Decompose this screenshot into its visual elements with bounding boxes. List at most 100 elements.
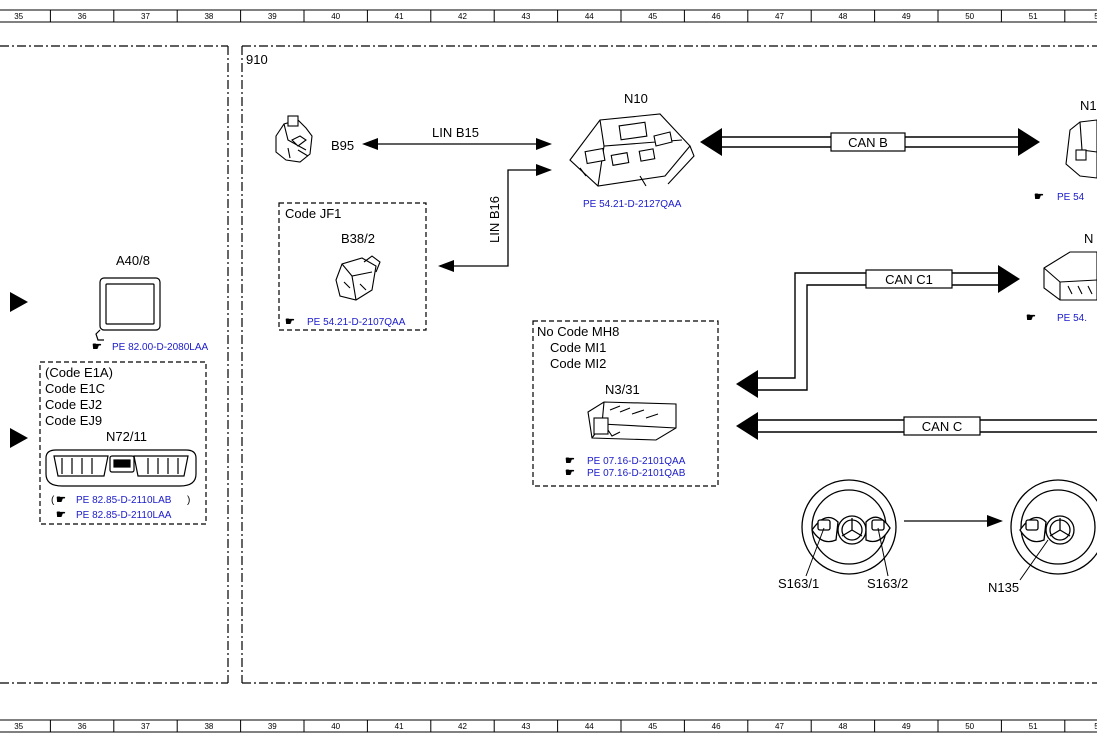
ruler-number: 49 — [902, 722, 911, 731]
n10-label: N10 — [624, 91, 648, 106]
n3-link2[interactable]: PE 07.16-D-2101QAB — [587, 468, 686, 479]
n3-31-label: N3/31 — [605, 382, 640, 397]
right-top-module-icon — [1065, 119, 1097, 179]
ruler-number: 51 — [1029, 722, 1038, 731]
ruler-number: 44 — [585, 12, 594, 21]
ruler-number: 41 — [395, 722, 404, 731]
n72-11-overhead-panel-icon — [45, 449, 197, 487]
ruler-number: 36 — [78, 12, 87, 21]
n72-link2[interactable]: PE 82.85-D-2110LAA — [76, 510, 172, 521]
n72-code-1: (Code E1A) — [45, 365, 113, 380]
n72-link1-prefix: ( — [51, 495, 55, 506]
left-arrow-upper — [10, 292, 28, 312]
lin-b16-left-arrow — [438, 260, 454, 272]
ruler-number: 41 — [395, 12, 404, 21]
zone-number: 910 — [246, 52, 268, 67]
ruler-number: 46 — [712, 12, 721, 21]
b95-sensor-icon — [275, 115, 313, 163]
n135-leader — [1019, 539, 1049, 581]
n72-code-box — [39, 361, 207, 525]
n72-code-4: Code EJ9 — [45, 413, 102, 428]
ruler-number: 39 — [268, 12, 277, 21]
b38-2-link[interactable]: PE 54.21-D-2107QAA — [307, 317, 406, 328]
ruler-number: 50 — [965, 12, 974, 21]
steering-wheel-left-icon — [801, 479, 897, 575]
n10-module-icon — [569, 113, 695, 187]
n72-11-label: N72/11 — [106, 429, 147, 444]
right-top-link[interactable]: PE 54 — [1057, 192, 1085, 203]
n72-link2-icon: ☛ — [56, 509, 66, 521]
zone-frames — [0, 45, 1097, 684]
ruler-number: 5 — [1094, 722, 1097, 731]
ruler-number: 5 — [1094, 12, 1097, 21]
n3-code-2: Code MI1 — [550, 340, 606, 355]
can-c-label-box — [903, 416, 981, 436]
b95-label: B95 — [331, 138, 354, 153]
a40-8-display-icon — [95, 277, 161, 341]
right-mid-link[interactable]: PE 54. — [1057, 313, 1087, 324]
n3-code-3: Code MI2 — [550, 356, 606, 371]
ruler-number: 48 — [838, 12, 847, 21]
n3-code-1: No Code MH8 — [537, 324, 619, 339]
ruler-number: 40 — [331, 722, 340, 731]
lin-b16-label: LIN B16 — [487, 196, 502, 243]
ruler-number: 49 — [902, 12, 911, 21]
n3-link1[interactable]: PE 07.16-D-2101QAA — [587, 456, 686, 467]
n3-link1-icon: ☛ — [565, 455, 575, 467]
lin-b15-right-arrow — [536, 138, 552, 150]
right-top-link-icon: ☛ — [1034, 191, 1044, 203]
n72-link1-suffix: ) — [187, 495, 190, 506]
a40-8-label: A40/8 — [116, 253, 150, 268]
code-jf1-label: Code JF1 — [285, 206, 341, 221]
can-b-bus — [700, 128, 1040, 156]
ruler-number: 35 — [14, 12, 23, 21]
ruler-number: 48 — [838, 722, 847, 731]
ruler-number: 46 — [712, 722, 721, 731]
a40-8-link-icon: ☛ — [92, 341, 102, 353]
ruler-number: 37 — [141, 12, 150, 21]
ruler-number: 36 — [78, 722, 87, 731]
ruler-number: 38 — [204, 722, 213, 731]
ruler-number: 42 — [458, 12, 467, 21]
s163-1-label: S163/1 — [778, 576, 819, 591]
n72-link1[interactable]: PE 82.85-D-2110LAB — [76, 495, 172, 506]
ruler-number: 35 — [14, 722, 23, 731]
lin-b15-left-arrow — [362, 138, 378, 150]
n72-code-2: Code E1C — [45, 381, 105, 396]
can-c1-label: CAN C1 — [885, 272, 933, 287]
n72-link1-icon: ☛ — [56, 494, 66, 506]
n135-label: N135 — [988, 580, 1019, 595]
ruler-number: 42 — [458, 722, 467, 731]
a40-8-link[interactable]: PE 82.00-D-2080LAA — [112, 342, 209, 353]
right-top-partial-label: N1 — [1080, 98, 1097, 113]
can-b-label: CAN B — [848, 135, 888, 150]
s163-1-leader — [805, 527, 825, 577]
can-c-left-arrow — [736, 412, 758, 440]
b38-2-link-icon: ☛ — [285, 316, 295, 328]
ruler-number: 40 — [331, 12, 340, 21]
ruler-number: 47 — [775, 722, 784, 731]
ruler-number: 45 — [648, 12, 657, 21]
ruler-number: 51 — [1029, 12, 1038, 21]
ruler-number: 37 — [141, 722, 150, 731]
b38-2-label: B38/2 — [341, 231, 375, 246]
ruler-number: 47 — [775, 12, 784, 21]
n72-code-3: Code EJ2 — [45, 397, 102, 412]
ruler-number: 43 — [521, 12, 530, 21]
n3-31-control-unit-icon — [587, 401, 677, 441]
ruler-number: 50 — [965, 722, 974, 731]
can-c-label: CAN C — [922, 419, 962, 434]
ruler-number: 38 — [204, 12, 213, 21]
s163-2-label: S163/2 — [867, 576, 908, 591]
n3-code-box — [532, 320, 719, 487]
lin-b16-right-arrow — [536, 164, 552, 176]
can-c1-right-arrow — [998, 265, 1020, 293]
n10-link[interactable]: PE 54.21-D-2127QAA — [583, 199, 682, 210]
steering-signal-arrow — [987, 515, 1003, 527]
ruler-number: 45 — [648, 722, 657, 731]
ruler-number: 39 — [268, 722, 277, 731]
n3-link2-icon: ☛ — [565, 467, 575, 479]
right-mid-module-icon — [1043, 251, 1097, 301]
